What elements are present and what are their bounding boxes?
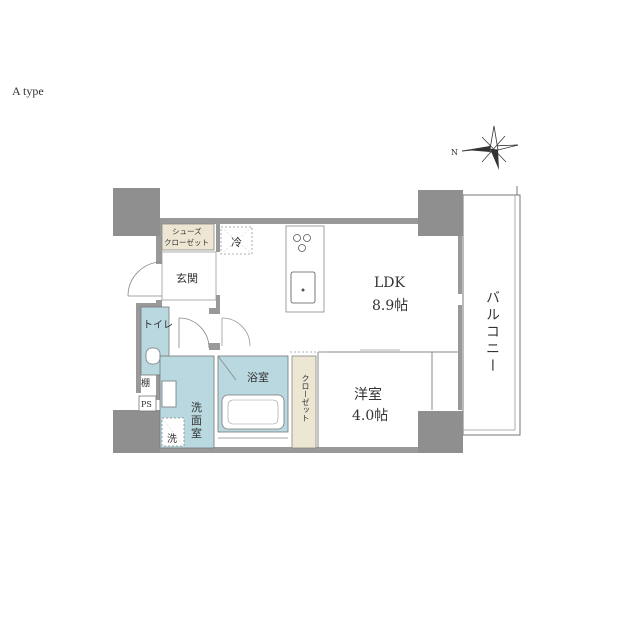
svg-text:クローゼット: クローゼット: [164, 237, 209, 247]
western-label: 洋室: [354, 386, 382, 403]
fridge-space: 冷: [220, 226, 253, 255]
ldk-room: LDK 8.9帖: [372, 275, 408, 314]
closet: [291, 355, 317, 449]
closet-label: クローゼット: [301, 374, 310, 422]
fridge-label: 冷: [231, 236, 242, 249]
western-room: 洋室 4.0帖: [317, 351, 458, 448]
kitchen-counter: [285, 225, 325, 313]
bath: 浴室: [217, 355, 289, 439]
ps-label: PS: [141, 400, 152, 409]
structural-columns: [113, 188, 463, 453]
plan-type-label: A type: [12, 84, 44, 98]
washroom-label-2: 面: [191, 414, 202, 427]
balcony-label: バルコニー: [484, 290, 500, 375]
bath-label: 浴室: [247, 370, 269, 384]
toilet: トイレ: [140, 306, 210, 376]
shoe-closet: シューズ クローゼット: [161, 223, 215, 251]
svg-text:シューズ: シューズ: [172, 226, 202, 236]
washroom-label-3: 室: [191, 426, 202, 440]
doors: [221, 317, 400, 353]
compass-north-label: N: [451, 148, 458, 157]
balcony: [462, 186, 521, 436]
washer-label: 洗: [167, 433, 177, 445]
shelf-ps: 棚 PS: [138, 377, 157, 412]
ldk-label: LDK: [374, 275, 406, 291]
washroom-label-1: 洗: [191, 401, 202, 414]
entrance-label: 玄関: [176, 271, 198, 285]
shelf-label: 棚: [141, 377, 150, 389]
entrance: 玄関: [127, 251, 217, 301]
western-size: 4.0帖: [352, 408, 388, 424]
toilet-label: トイレ: [143, 320, 173, 331]
compass-icon: N: [451, 125, 519, 170]
ldk-size: 8.9帖: [372, 298, 408, 314]
washroom: 洗 洗 面 室: [159, 355, 215, 449]
